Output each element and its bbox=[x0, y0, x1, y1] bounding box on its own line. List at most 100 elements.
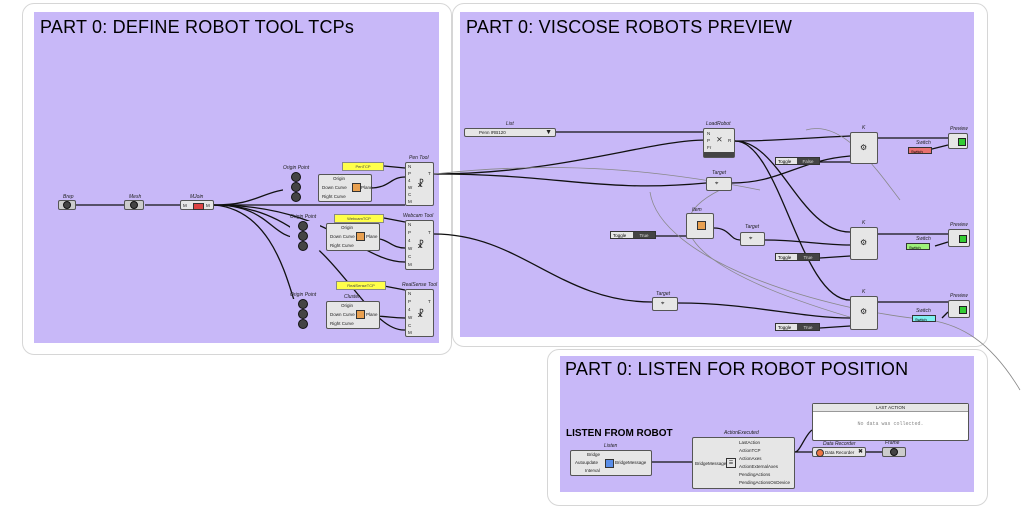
tool-icon: ☧ bbox=[417, 240, 425, 250]
preview-3-label: Preview bbox=[950, 293, 968, 299]
load-robot-output: R bbox=[728, 138, 732, 143]
plane-input-down: Down Curve bbox=[322, 185, 347, 190]
frame-label: Frame bbox=[885, 440, 900, 446]
toggle-label: Toggle bbox=[778, 325, 792, 330]
webcam-tool-input-p: P bbox=[408, 230, 412, 235]
toggle-2[interactable]: Toggle False bbox=[775, 157, 820, 165]
cluster-label: Cluster bbox=[344, 294, 360, 300]
action-output-pending: PendingActions bbox=[739, 472, 771, 477]
plane-2-component[interactable]: Origin Down Curve Right Curve Plane bbox=[326, 223, 380, 251]
webcam-tool-output: T bbox=[428, 230, 431, 235]
listen-component[interactable]: Bridge Autoupdate Interval BridgeMessage bbox=[570, 450, 652, 476]
brep-param[interactable] bbox=[58, 200, 76, 210]
cluster-input-right: Right Curve bbox=[330, 321, 354, 326]
toggle-4[interactable]: Toggle True bbox=[775, 323, 820, 331]
kinematics-1-label: K bbox=[862, 125, 866, 131]
action-executed-input: BridgeMessage bbox=[695, 461, 727, 466]
preview-3-component[interactable] bbox=[948, 300, 970, 318]
point-icon bbox=[298, 221, 308, 231]
mesh-join-component[interactable]: M M bbox=[180, 200, 214, 210]
pen-tool-input-m: M bbox=[408, 199, 412, 204]
plane-input-down: Down Curve bbox=[330, 234, 355, 239]
plane-input-origin: Origin bbox=[333, 176, 346, 181]
action-executed-label: ActionExecuted bbox=[724, 430, 759, 436]
last-action-panel[interactable]: LAST ACTION No data was collected. bbox=[812, 403, 969, 441]
curve-icon bbox=[291, 182, 301, 192]
pen-tool-component[interactable]: N P 4 W C M ☧ T bbox=[405, 162, 434, 206]
listen-input-bridge: Bridge bbox=[587, 452, 601, 457]
kinematics-3-component[interactable]: ⚙ bbox=[850, 296, 878, 330]
item-icon bbox=[697, 221, 706, 230]
kinematics-icon: ⚙ bbox=[860, 143, 868, 152]
curve-icon bbox=[298, 309, 308, 319]
target-1-component[interactable]: ⌖ bbox=[706, 177, 732, 191]
list-label: List bbox=[506, 121, 514, 127]
pen-tool-input-w: W bbox=[408, 185, 413, 190]
listen-input-autoupdate: Autoupdate bbox=[575, 460, 599, 465]
target-2-component[interactable]: ⌖ bbox=[740, 232, 765, 246]
kinematics-2-component[interactable]: ⚙ bbox=[850, 227, 878, 260]
item-component[interactable] bbox=[686, 213, 714, 239]
kinematics-1-component[interactable]: ⚙ bbox=[850, 132, 878, 164]
mesh-join-label: MJoin bbox=[190, 194, 204, 200]
toggle-value: False bbox=[797, 158, 819, 164]
mesh-param[interactable] bbox=[124, 200, 144, 210]
data-recorder-component[interactable]: Data Recorder ✖ bbox=[812, 447, 866, 457]
webcam-tool-label: Webcam Tool bbox=[403, 213, 434, 219]
webcam-tool-input-4: 4 bbox=[408, 238, 411, 243]
plane-input-origin: Origin bbox=[341, 225, 354, 230]
plane-icon bbox=[356, 232, 365, 241]
origin-point-3-param[interactable] bbox=[290, 299, 320, 329]
webcam-tool-component[interactable]: N P 4 W C M ☧ T bbox=[405, 220, 434, 270]
last-action-text: No data was collected. bbox=[857, 421, 924, 427]
frame-param[interactable] bbox=[882, 447, 906, 457]
robot-list-dropdown[interactable]: Penn IRB120 ▼ bbox=[464, 128, 556, 137]
switch-2-swatch[interactable]: Switch bbox=[906, 243, 930, 250]
kinematics-2-label: K bbox=[862, 220, 866, 226]
target-icon: ⌖ bbox=[749, 236, 753, 242]
load-robot-input-fr: Fr bbox=[707, 145, 712, 150]
action-executed-component[interactable]: BridgeMessage ☰ LastAction ActionTCP Act… bbox=[692, 437, 795, 489]
switch-3-swatch[interactable]: Switch bbox=[912, 315, 936, 322]
cluster-input-origin: Origin bbox=[341, 303, 354, 308]
group-robots-preview[interactable]: PART 0: VISCOSE ROBOTS PREVIEW bbox=[460, 12, 974, 337]
plane-1-component[interactable]: Origin Down Curve Right Curve Plane bbox=[318, 174, 373, 202]
data-recorder-text: Data Recorder bbox=[825, 450, 855, 455]
webcam-tool-input-c: C bbox=[408, 254, 412, 259]
realsense-tool-output: T bbox=[428, 299, 431, 304]
pen-tool-input-c: C bbox=[408, 192, 412, 197]
load-robot-input-p: P bbox=[707, 138, 711, 143]
preview-2-component[interactable] bbox=[948, 229, 970, 247]
plane-output: Plane bbox=[366, 234, 378, 239]
curve-icon bbox=[298, 231, 308, 241]
action-output-externalaxes: ActionExternalAxes bbox=[739, 464, 779, 469]
realsense-tool-component[interactable]: N P 4 W C M ☧ T bbox=[405, 289, 434, 337]
toggle-label: Toggle bbox=[778, 159, 792, 164]
group-title: PART 0: VISCOSE ROBOTS PREVIEW bbox=[466, 17, 793, 37]
toggle-3[interactable]: Toggle True bbox=[775, 253, 820, 261]
plane-icon bbox=[352, 183, 361, 192]
load-robot-component[interactable]: N P Fr ⨯ R bbox=[703, 128, 735, 158]
pen-tool-input-p: P bbox=[408, 171, 412, 176]
realsense-tool-input-w: W bbox=[408, 315, 413, 320]
pen-tcp-panel[interactable]: PenTCP bbox=[342, 162, 384, 171]
robot-list-value: Penn IRB120 bbox=[479, 130, 506, 135]
webcam-tool-input-m: M bbox=[408, 262, 412, 267]
action-output-lastaction: LastAction bbox=[739, 440, 761, 445]
switch-3-label: Switch bbox=[916, 308, 931, 314]
preview-1-component[interactable] bbox=[948, 133, 968, 149]
switch-1-swatch[interactable]: Switch bbox=[908, 147, 932, 154]
origin-point-2-param[interactable] bbox=[290, 221, 320, 251]
curve-icon bbox=[298, 241, 308, 251]
listen-label: Listen bbox=[604, 443, 618, 449]
load-robot-input-n: N bbox=[707, 131, 711, 136]
realsense-tcp-panel[interactable]: RealSenseTCP bbox=[336, 281, 386, 290]
webcam-tool-input-w: W bbox=[408, 246, 413, 251]
target-3-component[interactable]: ⌖ bbox=[652, 297, 678, 311]
cluster-component[interactable]: Origin Down Curve Right Curve Plane bbox=[326, 301, 380, 329]
toggle-1[interactable]: Toggle True bbox=[610, 231, 656, 239]
webcam-tcp-panel[interactable]: WebcamTCP bbox=[334, 214, 384, 223]
origin-point-1-param[interactable] bbox=[283, 172, 313, 202]
switch-text: Switch bbox=[915, 317, 927, 322]
origin-point-1-label: Origin Point bbox=[283, 165, 310, 171]
